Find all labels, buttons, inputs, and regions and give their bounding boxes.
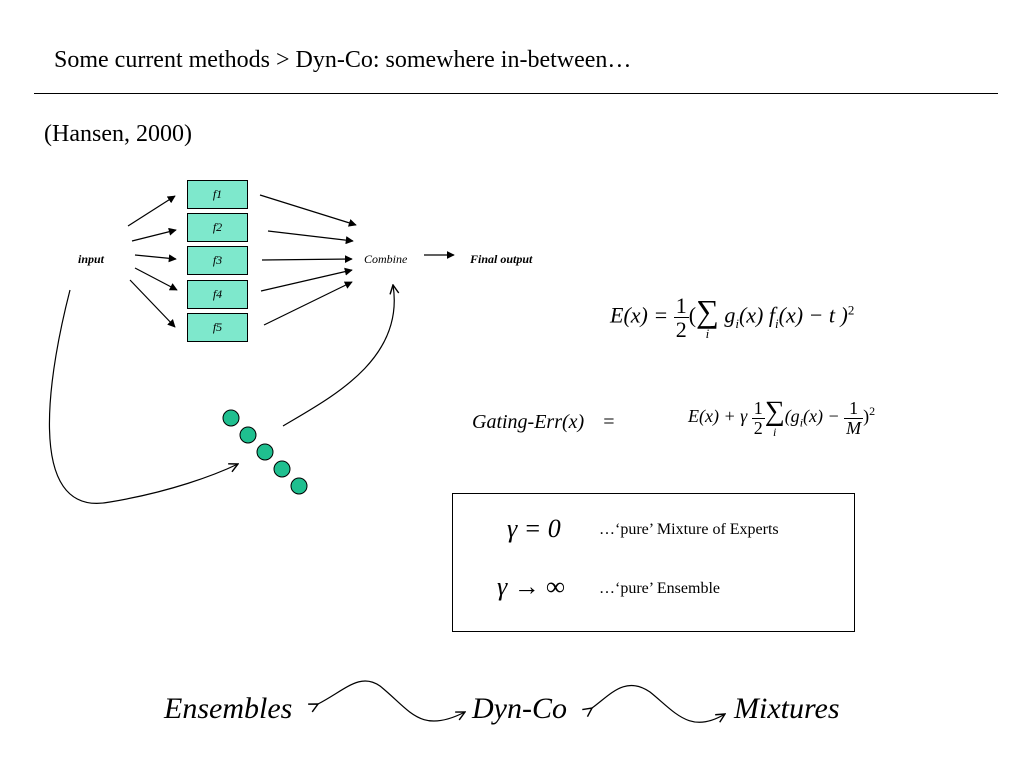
- model-box-f5: f5: [187, 313, 248, 342]
- combine-label: Combine: [364, 252, 408, 266]
- arrow-input-f1: [127, 195, 176, 227]
- error-eq-sum: ∑i: [696, 293, 719, 342]
- gating-node: [222, 409, 240, 427]
- gating-node: [273, 460, 291, 478]
- arrow-f4-combine: [260, 267, 353, 292]
- model-box-f1: f1: [187, 180, 248, 209]
- arrow-f2-combine: [267, 230, 354, 245]
- input-label: input: [78, 252, 105, 266]
- model-box-f2: f2: [187, 213, 248, 242]
- arrow-gating-combine: [282, 285, 394, 427]
- gamma-zero-math: γ = 0: [507, 514, 561, 543]
- arrow-ensembles-dynco: [318, 680, 465, 722]
- title-divider: [34, 93, 998, 94]
- arrow-f5-combine: [263, 281, 353, 326]
- citation: (Hansen, 2000): [44, 121, 192, 147]
- arrow-input-f3: [134, 254, 177, 263]
- arrow-input-f5: [129, 279, 176, 328]
- error-eq-lhs: E(x) =: [610, 302, 669, 328]
- gamma-infinity-text: …‘pure’ Ensemble: [599, 580, 720, 597]
- dynco-label: Dyn-Co: [472, 692, 567, 725]
- gamma-cases-box: γ = 0 …‘pure’ Mixture of Experts γ → ∞ ……: [452, 493, 855, 632]
- arrow-input-gating: [48, 289, 238, 504]
- gating-network: [222, 409, 308, 495]
- gating-node: [256, 443, 274, 461]
- final-output-label: Final output: [470, 252, 533, 266]
- arrow-f3-combine: [261, 255, 353, 264]
- ensembles-label: Ensembles: [164, 692, 293, 725]
- arrow-f1-combine: [259, 194, 357, 227]
- arrow-input-f2: [131, 227, 177, 242]
- gating-node: [239, 426, 257, 444]
- gamma-zero-text: …‘pure’ Mixture of Experts: [599, 521, 779, 538]
- arrow-input-f4: [134, 267, 178, 291]
- model-box-f3: f3: [187, 246, 248, 275]
- slide-title: Some current methods > Dyn-Co: somewhere…: [54, 47, 632, 73]
- gamma-infinity-math: γ → ∞: [497, 572, 565, 601]
- gating-node: [290, 477, 308, 495]
- model-box-f4: f4: [187, 280, 248, 309]
- gating-eq-sum: ∑i: [764, 396, 785, 439]
- gating-error-label: Gating-Err(x) =: [472, 411, 615, 433]
- arrow-dynco-mixtures: [592, 685, 725, 723]
- mixtures-label: Mixtures: [734, 692, 840, 725]
